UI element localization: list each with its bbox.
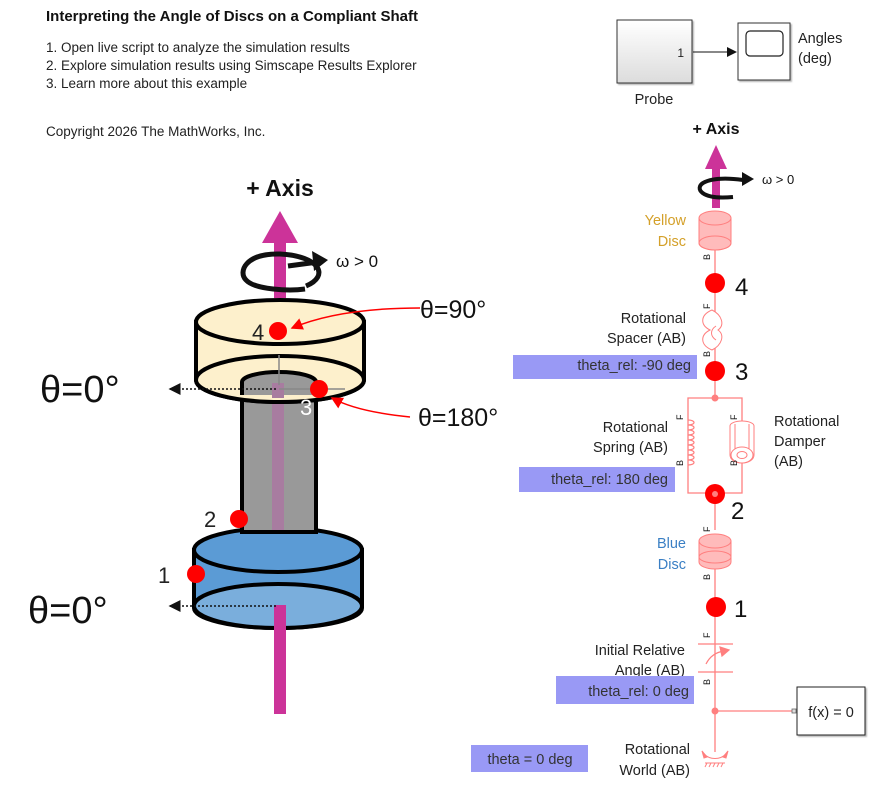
world-label-line2: World (AB)	[619, 763, 690, 779]
point-1-label: 1	[158, 563, 170, 588]
junction-node	[711, 707, 719, 715]
junction-node	[711, 394, 719, 402]
copyright-text: Copyright 2026 The MathWorks, Inc.	[46, 124, 266, 139]
damper-label-line1: Rotational	[774, 414, 839, 430]
spacer-param-highlight	[513, 355, 697, 379]
world-param: theta = 0 deg	[487, 752, 572, 768]
blue-disc-block[interactable]	[698, 533, 732, 570]
initial-relative-angle-block[interactable]	[698, 643, 733, 673]
solver-configuration-block[interactable]	[796, 686, 866, 736]
probe-label: Probe	[635, 92, 674, 108]
axis-label: + Axis	[246, 175, 314, 201]
signal-arrow-icon	[727, 47, 737, 57]
damper-label-line3: (AB)	[774, 454, 803, 470]
scope-label-line1: Angles	[798, 31, 842, 47]
port-f-label: F	[702, 632, 712, 638]
initial-angle-label-line2: Angle (AB)	[615, 663, 685, 679]
port-b-label: B	[702, 351, 712, 357]
model-omega-label: ω > 0	[762, 172, 794, 187]
marker-point-1	[187, 565, 205, 583]
model-axis-label: + Axis	[693, 121, 740, 138]
model-axis-arrow-icon	[705, 145, 727, 208]
model-marker-point-3	[705, 361, 725, 381]
port-f-label: F	[702, 526, 712, 532]
spring-param-highlight	[519, 467, 675, 492]
scope-label-line2: (deg)	[798, 51, 832, 67]
open-live-script-link[interactable]: 1. Open live script to analyze the simul…	[46, 40, 350, 55]
initial-angle-param: theta_rel: 0 deg	[588, 684, 689, 700]
shaft	[240, 380, 318, 534]
solver-port	[791, 708, 797, 714]
theta-zero-bottom-label: θ=0°	[28, 590, 108, 632]
port-b-label: B	[702, 254, 712, 260]
probe-port-label: 1	[677, 46, 684, 60]
scope-screen-icon	[745, 30, 784, 57]
yellow-disc-label-line1: Yellow	[645, 213, 687, 229]
spring-label-line2: Spring (AB)	[593, 440, 668, 456]
probe-block[interactable]: 1	[616, 19, 693, 84]
marker-point-2	[230, 510, 248, 528]
blue-disc-label-line2: Disc	[658, 557, 686, 573]
page-title: Interpreting the Angle of Discs on a Com…	[46, 8, 418, 25]
theta-90-label: θ=90°	[420, 296, 486, 324]
model-rotation-arrow-icon	[697, 172, 754, 200]
initial-angle-param-highlight	[556, 676, 694, 704]
marker-point-4	[269, 322, 287, 340]
spring-label-line1: Rotational	[603, 420, 668, 436]
blue-disc	[192, 526, 364, 635]
callout-arrow-90	[290, 307, 421, 330]
yellow-disc-label-line2: Disc	[658, 234, 686, 250]
model-point-4-label: 4	[735, 274, 748, 301]
model-marker-point-1	[706, 597, 726, 617]
initial-angle-label-line1: Initial Relative	[595, 643, 685, 659]
damper-label-line2: Damper	[774, 434, 826, 450]
rotation-arrow-icon	[240, 251, 328, 293]
spring-param: theta_rel: 180 deg	[551, 472, 668, 488]
shaft-illustration: + Axis ω > 0 θ=0° θ=0°	[28, 175, 498, 714]
blue-disc-label-line1: Blue	[657, 536, 686, 552]
port-b-label: B	[729, 460, 739, 466]
world-param-highlight	[471, 745, 588, 772]
junction-node	[712, 491, 718, 497]
model-point-2-label: 2	[731, 498, 744, 525]
rotational-spacer-block[interactable]	[702, 309, 723, 351]
port-b-label: B	[702, 574, 712, 580]
solver-label: f(x) = 0	[808, 705, 854, 721]
point-4-label: 4	[252, 320, 264, 345]
point-2-label: 2	[204, 507, 216, 532]
spacer-label-line2: Spacer (AB)	[607, 331, 686, 347]
model-point-3-label: 3	[735, 359, 748, 386]
port-b-label: B	[675, 460, 685, 466]
theta-180-label: θ=180°	[418, 404, 498, 432]
model-point-1-label: 1	[734, 596, 747, 623]
yellow-disc-block[interactable]	[698, 210, 732, 251]
omega-label: ω > 0	[336, 252, 378, 271]
explore-results-link[interactable]: 2. Explore simulation results using Sims…	[46, 58, 417, 73]
rotational-spring-block[interactable]	[687, 419, 695, 466]
rotational-world-block[interactable]	[701, 750, 729, 768]
marker-point-3	[310, 380, 328, 398]
point-3-label: 3	[300, 395, 312, 420]
spacer-param: theta_rel: -90 deg	[577, 358, 691, 374]
model-marker-point-4	[705, 273, 725, 293]
spacer-label-line1: Rotational	[621, 311, 686, 327]
callout-arrow-180	[330, 397, 411, 418]
learn-more-link[interactable]: 3. Learn more about this example	[46, 76, 248, 91]
port-f-label: F	[702, 303, 712, 309]
port-f-label: F	[729, 414, 739, 420]
theta-zero-top-label: θ=0°	[40, 369, 120, 411]
world-label-line1: Rotational	[625, 742, 690, 758]
port-f-label: F	[675, 414, 685, 420]
rotational-damper-block[interactable]	[729, 420, 755, 464]
scope-block[interactable]	[737, 22, 791, 81]
port-b-label: B	[702, 679, 712, 685]
